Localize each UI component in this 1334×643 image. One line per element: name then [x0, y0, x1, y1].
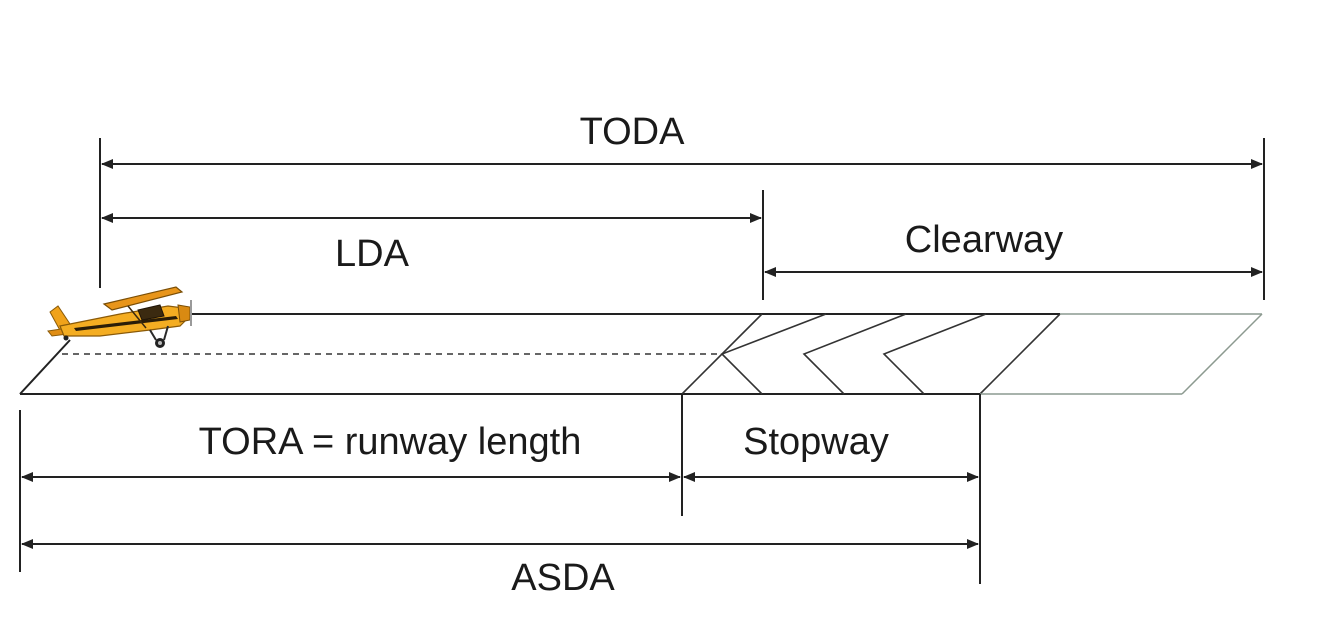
stopway-label: Stopway: [743, 421, 889, 463]
clearway-label: Clearway: [905, 219, 1063, 261]
tora-label: TORA = runway length: [199, 421, 582, 463]
toda-label: TODA: [580, 111, 686, 153]
labels: TODA LDA Clearway TORA = runway length S…: [199, 111, 1064, 599]
stopway-end-line: [979, 313, 1061, 395]
clearway-end-edge: [1181, 313, 1263, 395]
reference-lines: [19, 138, 1265, 584]
stopway-markings: [681, 313, 1061, 395]
stopway-chevron-1: [720, 313, 827, 395]
runway: [19, 313, 1060, 395]
dimension-arrows: [21, 159, 1263, 549]
stopway-chevron-3: [882, 313, 987, 395]
clearway-area: [980, 313, 1263, 395]
airplane-icon: [47, 286, 192, 348]
stopway-chevron-2: [802, 313, 907, 395]
asda-label: ASDA: [511, 557, 615, 599]
lda-label: LDA: [335, 233, 410, 275]
runway-left-edge: [19, 339, 71, 395]
